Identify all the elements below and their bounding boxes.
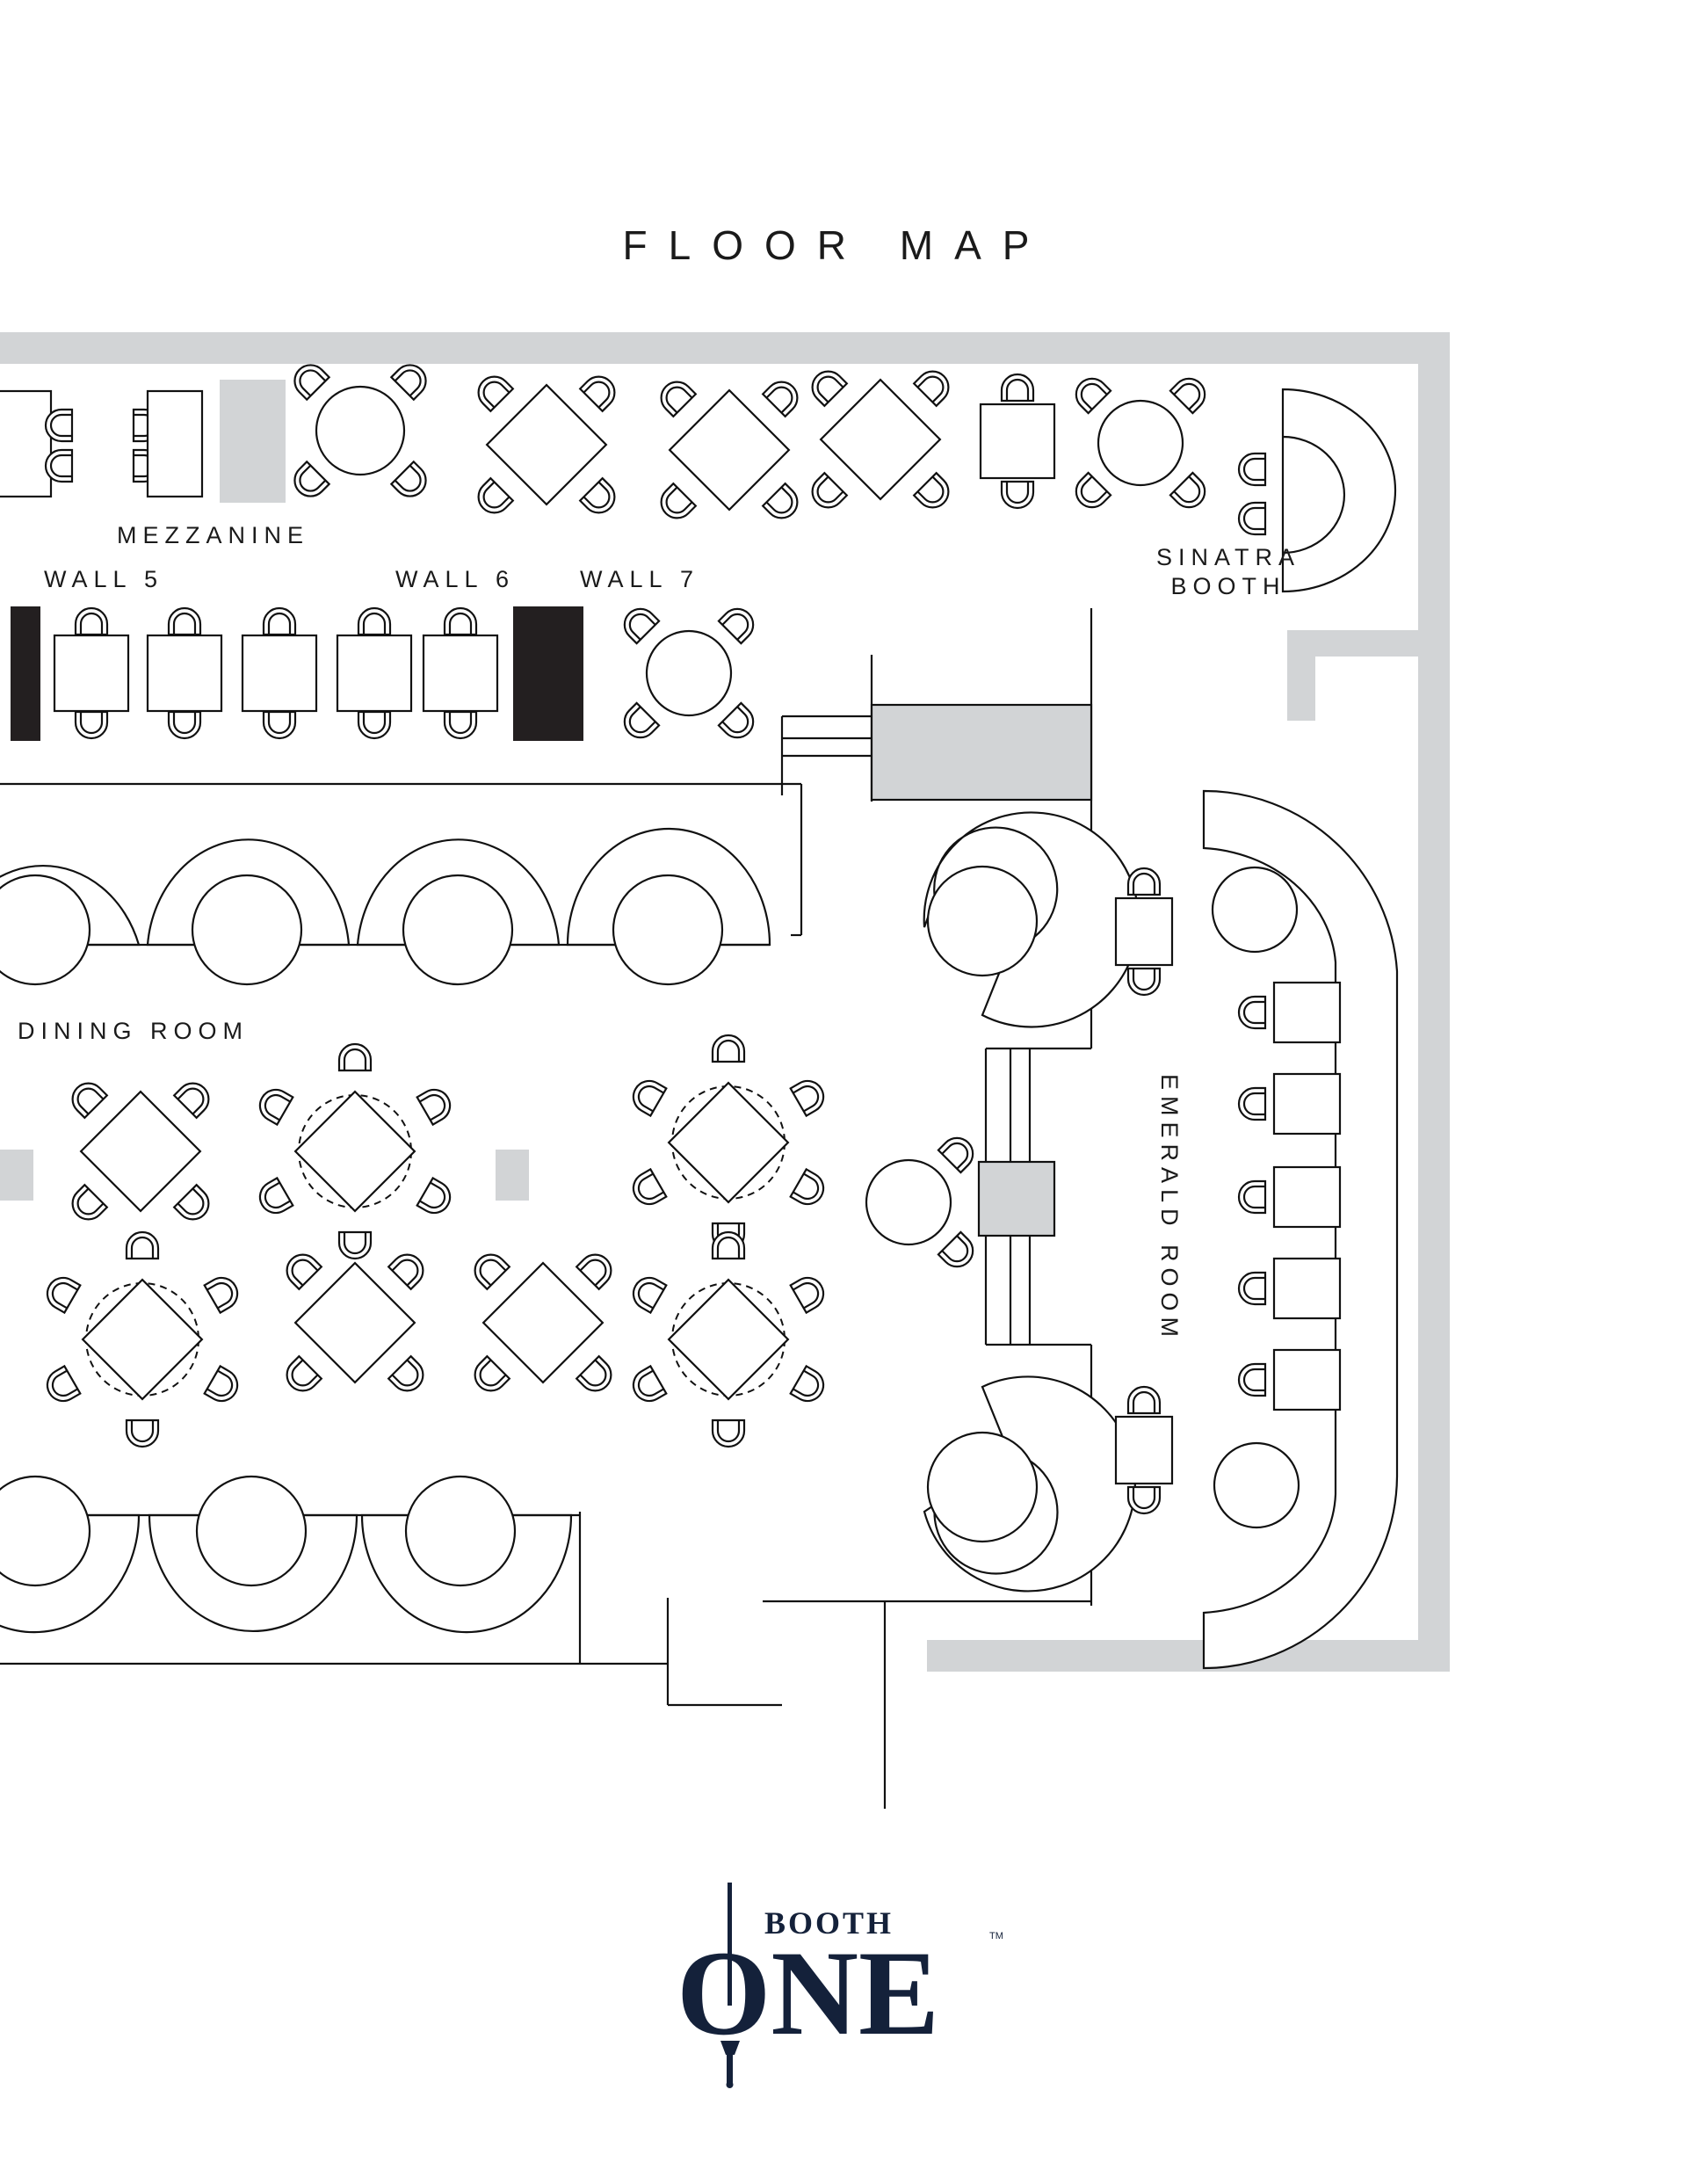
- logo-word-one: ONE: [677, 1926, 939, 2060]
- wall-tables: [11, 601, 761, 745]
- mezzanine-area: [0, 357, 1397, 593]
- exterior-walls: [0, 332, 1450, 1672]
- label-mezzanine: MEZZANINE: [117, 522, 309, 548]
- label-sinatra-booth-2: BOOTH: [1170, 573, 1285, 599]
- label-emerald-room: EMERALD ROOM: [1156, 1074, 1183, 1343]
- emerald-room-left: [865, 811, 1174, 1593]
- service-counter: [870, 703, 1093, 802]
- label-wall-7: WALL 7: [580, 566, 699, 592]
- dining-booths-bottom: [0, 1475, 580, 1634]
- page-title: FLOOR MAP: [623, 222, 1051, 268]
- label-wall-6: WALL 6: [395, 566, 515, 592]
- sinatra-booth: [1237, 388, 1397, 593]
- emerald-long-booth: [1202, 789, 1399, 1670]
- booth-one-logo: BOOTH ONE TM: [677, 1883, 1003, 2088]
- label-dining-room: DINING ROOM: [18, 1018, 249, 1044]
- host-stand: [977, 1160, 1056, 1237]
- dining-booths-top: [0, 827, 771, 986]
- logo-word-booth: BOOTH: [764, 1905, 894, 1941]
- label-sinatra-booth-1: SINATRA: [1156, 544, 1300, 570]
- label-wall-5: WALL 5: [44, 566, 163, 592]
- logo-trademark: TM: [989, 1931, 1003, 1941]
- dining-tables: [0, 1034, 830, 1448]
- logo-sword-icon: [720, 1883, 740, 2088]
